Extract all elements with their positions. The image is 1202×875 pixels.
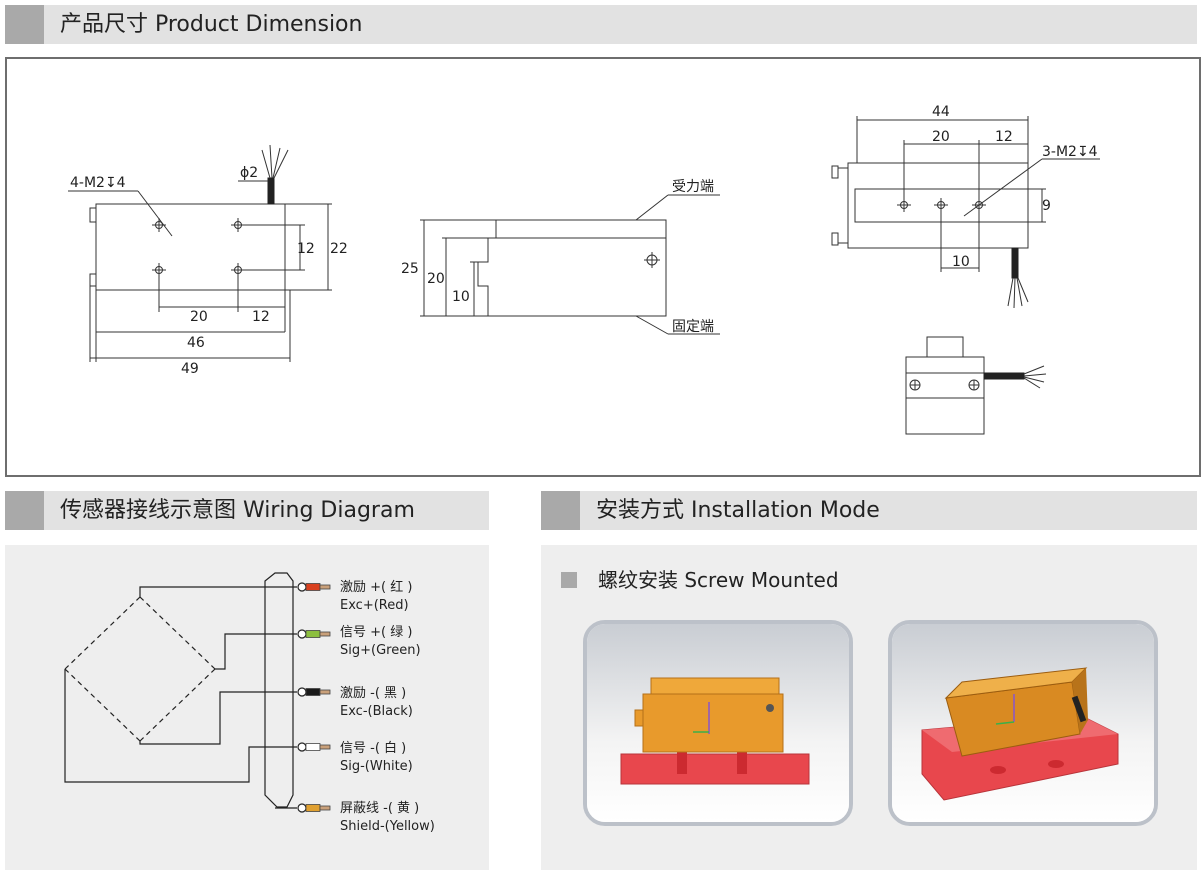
front-view xyxy=(68,144,332,362)
terminals xyxy=(297,582,307,813)
wire-cn: 激励 -( 黑 ) xyxy=(340,686,407,701)
wiring-panel: 激励 +( 红 ) Exc+(Red) 信号 +( 绿 ) Sig+(Green… xyxy=(5,545,489,870)
wire-label-exc-plus: 激励 +( 红 ) Exc+(Red) xyxy=(340,579,412,615)
fixed-end-label: 固定端 xyxy=(672,319,714,335)
section-title-installation: 安装方式 Installation Mode xyxy=(596,498,880,523)
wire-en: Sig+(Green) xyxy=(340,643,421,658)
wire-en: Exc+(Red) xyxy=(340,598,409,613)
dim-h22-label: 22 xyxy=(330,241,348,257)
dim-top12-label: 12 xyxy=(995,129,1013,145)
dim-44-label: 44 xyxy=(932,104,950,120)
sensor-front-render-photo xyxy=(583,620,853,826)
side-view-labels: 受力端 固定端 25 20 10 xyxy=(401,179,714,335)
dim-10-label: 10 xyxy=(452,289,470,305)
wire-cn: 信号 +( 绿 ) xyxy=(340,625,413,640)
force-end-label: 受力端 xyxy=(672,179,714,195)
dim-25-label: 25 xyxy=(401,261,419,277)
header-block-icon xyxy=(5,5,44,44)
wire-label-shield: 屏蔽线 -( 黄 ) Shield-(Yellow) xyxy=(340,800,435,836)
section-header-wiring: 传感器接线示意图 Wiring Diagram xyxy=(5,491,489,530)
header-block-icon xyxy=(541,491,580,530)
wire-cn: 信号 -( 白 ) xyxy=(340,741,407,756)
dim-20-label: 20 xyxy=(190,309,208,325)
dim-top10-label: 10 xyxy=(952,254,970,270)
header-block-icon xyxy=(5,491,44,530)
top-view xyxy=(831,116,1100,309)
subtitle-square-icon xyxy=(561,572,577,588)
dimension-drawing-svg: 4-M2↧4 ϕ2 20 12 46 49 12 22 xyxy=(68,104,1100,435)
bridge-diamond xyxy=(64,596,216,742)
wire-label-sig-plus: 信号 +( 绿 ) Sig+(Green) xyxy=(340,624,421,660)
cable-dia-label: ϕ2 xyxy=(240,165,258,181)
section-title-dimension: 产品尺寸 Product Dimension xyxy=(60,12,363,37)
wire-en: Sig-(White) xyxy=(340,759,413,774)
end-view xyxy=(905,336,1047,435)
wire-cn: 激励 +( 红 ) xyxy=(340,580,413,595)
wire-label-exc-minus: 激励 -( 黑 ) Exc-(Black) xyxy=(340,685,413,721)
sensor-iso-render-icon xyxy=(892,624,1154,822)
wire-en: Exc-(Black) xyxy=(340,704,413,719)
installation-subtitle: 螺纹安装 Screw Mounted xyxy=(598,568,839,592)
side-view xyxy=(420,194,720,335)
holes-label: 4-M2↧4 xyxy=(70,175,126,191)
wire-en: Shield-(Yellow) xyxy=(340,819,435,834)
sensor-iso-render-photo xyxy=(888,620,1158,826)
section-title-wiring: 传感器接线示意图 Wiring Diagram xyxy=(60,498,415,523)
dim-9-label: 9 xyxy=(1042,198,1051,214)
wire-label-sig-minus: 信号 -( 白 ) Sig-(White) xyxy=(340,740,413,776)
dimension-drawing: 4-M2↧4 ϕ2 20 12 46 49 12 22 xyxy=(5,57,1201,477)
top-view-labels: 44 20 12 3-M2↧4 9 10 xyxy=(932,104,1098,270)
dim-top20-label: 20 xyxy=(932,129,950,145)
dim-49-label: 49 xyxy=(181,361,199,377)
section-header-installation: 安装方式 Installation Mode xyxy=(541,491,1197,530)
wiring-diagram-svg xyxy=(64,572,331,813)
dim-side20-label: 20 xyxy=(427,271,445,287)
top-holes-label: 3-M2↧4 xyxy=(1042,144,1098,160)
sensor-front-render-icon xyxy=(587,624,849,822)
section-header-dimension: 产品尺寸 Product Dimension xyxy=(5,5,1197,44)
dim-12-label: 12 xyxy=(252,309,270,325)
dim-46-label: 46 xyxy=(187,335,205,351)
front-view-labels: 4-M2↧4 ϕ2 20 12 46 49 12 22 xyxy=(70,165,348,377)
dim-h12-label: 12 xyxy=(297,241,315,257)
wire-cn: 屏蔽线 -( 黄 ) xyxy=(340,801,420,816)
